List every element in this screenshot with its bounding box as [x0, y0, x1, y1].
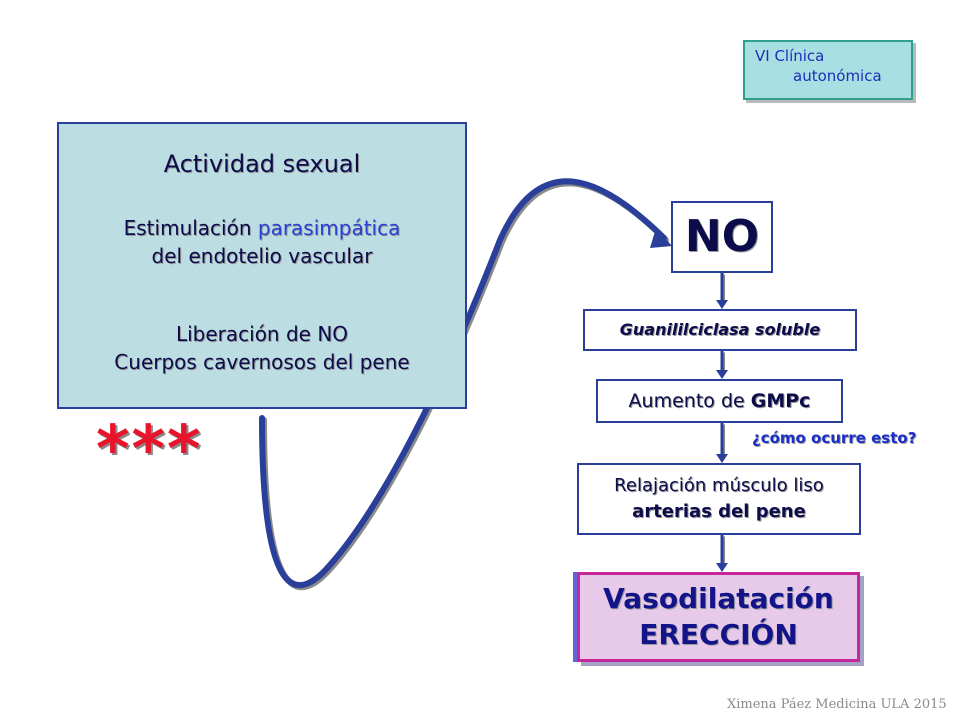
vaso-line2: ERECCIÓN: [639, 618, 798, 651]
flow-arrow-gmp-relax: [716, 423, 728, 463]
activity-title: Actividad sexual: [163, 150, 361, 178]
gmp-box: Aumento de GMPc: [596, 379, 843, 423]
gmp-label: GMPc: [750, 390, 811, 412]
vaso-line1: Vasodilatación: [603, 582, 834, 615]
vasodilation-box: Vasodilatación ERECCIÓN: [577, 572, 860, 662]
release-text: Liberación de NO Cuerpos cavernosos del …: [59, 320, 465, 376]
activity-panel: Actividad sexual Estimulación parasimpát…: [57, 122, 467, 409]
curve-arrowhead: [650, 228, 672, 248]
gmp-prefix: Aumento de: [628, 390, 751, 412]
relax-line1: Relajación músculo liso: [614, 475, 824, 496]
guanylyl-cyclase-box: Guanililciclasa soluble: [583, 309, 857, 351]
parasympathetic-label: parasimpática: [257, 216, 401, 240]
stars-mark: ***: [96, 413, 203, 487]
stimulation-prefix: Estimulación: [123, 216, 258, 240]
flow-arrow-guan-gmp: [716, 351, 728, 379]
endothelium-label: del endotelio vascular: [151, 244, 373, 268]
relaxation-box: Relajación músculo liso arterias del pen…: [577, 463, 861, 535]
section-badge: VI Clínica autonómica: [743, 40, 913, 100]
flow-arrow-relax-vaso: [716, 535, 728, 572]
stimulation-text: Estimulación parasimpática del endotelio…: [59, 214, 465, 270]
badge-line1: VI Clínica: [755, 47, 825, 65]
curve-connector: [259, 178, 667, 588]
no-box: NO: [671, 201, 773, 273]
relax-line2: arterias del pene: [632, 501, 806, 522]
flow-arrow-no-guan: [716, 273, 728, 309]
release-line1: Liberación de NO: [175, 322, 349, 346]
credit-text: Ximena Páez Medicina ULA 2015: [727, 697, 947, 712]
badge-line2: autonómica: [793, 67, 882, 85]
question-note: ¿cómo ocurre esto?: [752, 429, 917, 447]
release-line2: Cuerpos cavernosos del pene: [114, 350, 410, 374]
